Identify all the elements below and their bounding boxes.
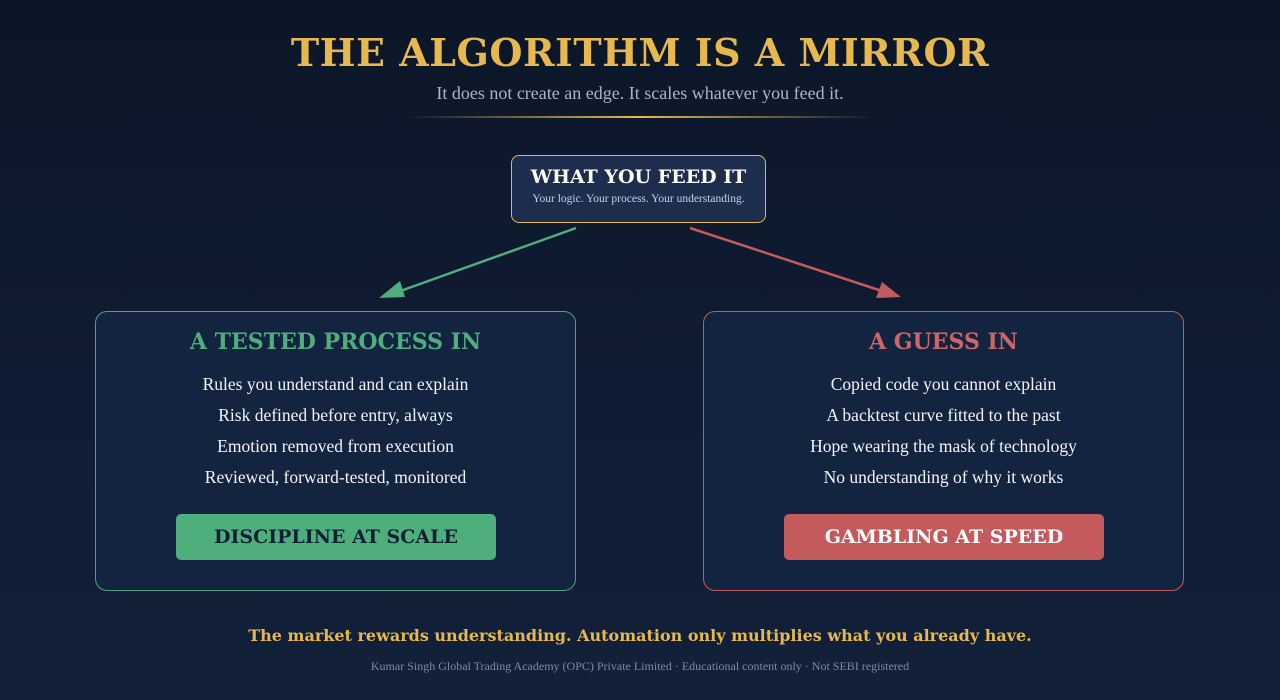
page-title: THE ALGORITHM IS A MIRROR xyxy=(290,30,990,75)
arrow-head-left xyxy=(379,281,405,298)
list-item: No understanding of why it works xyxy=(823,467,1064,487)
input-node: WHAT YOU FEED IT Your logic. Your proces… xyxy=(511,155,766,223)
title-divider xyxy=(405,116,875,118)
page-subtitle: It does not create an edge. It scales wh… xyxy=(436,83,844,103)
guess-panel: A GUESS IN Copied code you cannot explai… xyxy=(703,311,1184,591)
arrow-to-guess xyxy=(689,226,889,295)
discipline-at-scale-badge: DISCIPLINE AT SCALE xyxy=(176,514,496,560)
list-item: Risk defined before entry, always xyxy=(218,405,453,425)
list-item: Hope wearing the mask of technology xyxy=(810,436,1077,456)
list-item: Copied code you cannot explain xyxy=(830,374,1057,394)
guess-heading: A GUESS IN xyxy=(869,329,1018,355)
footer-disclaimer: Kumar Singh Global Trading Academy (OPC)… xyxy=(370,659,910,673)
input-node-title: WHAT YOU FEED IT xyxy=(530,166,747,188)
tested-process-list: Rules you understand and can explain Ris… xyxy=(96,369,575,493)
list-item: Rules you understand and can explain xyxy=(202,374,469,394)
tested-process-panel: A TESTED PROCESS IN Rules you understand… xyxy=(95,311,576,591)
guess-list: Copied code you cannot explain A backtes… xyxy=(704,369,1183,493)
arrow-to-tested-process xyxy=(391,226,577,296)
arrow-head-right xyxy=(876,282,901,298)
list-item: A backtest curve fitted to the past xyxy=(826,405,1061,425)
tested-process-heading: A TESTED PROCESS IN xyxy=(189,329,482,355)
list-item: Reviewed, forward-tested, monitored xyxy=(204,467,467,487)
list-item: Emotion removed from execution xyxy=(217,436,454,456)
gambling-at-speed-badge: GAMBLING AT SPEED xyxy=(784,514,1104,560)
input-node-subtitle: Your logic. Your process. Your understan… xyxy=(532,193,745,205)
tagline: The market rewards understanding. Automa… xyxy=(248,626,1032,645)
